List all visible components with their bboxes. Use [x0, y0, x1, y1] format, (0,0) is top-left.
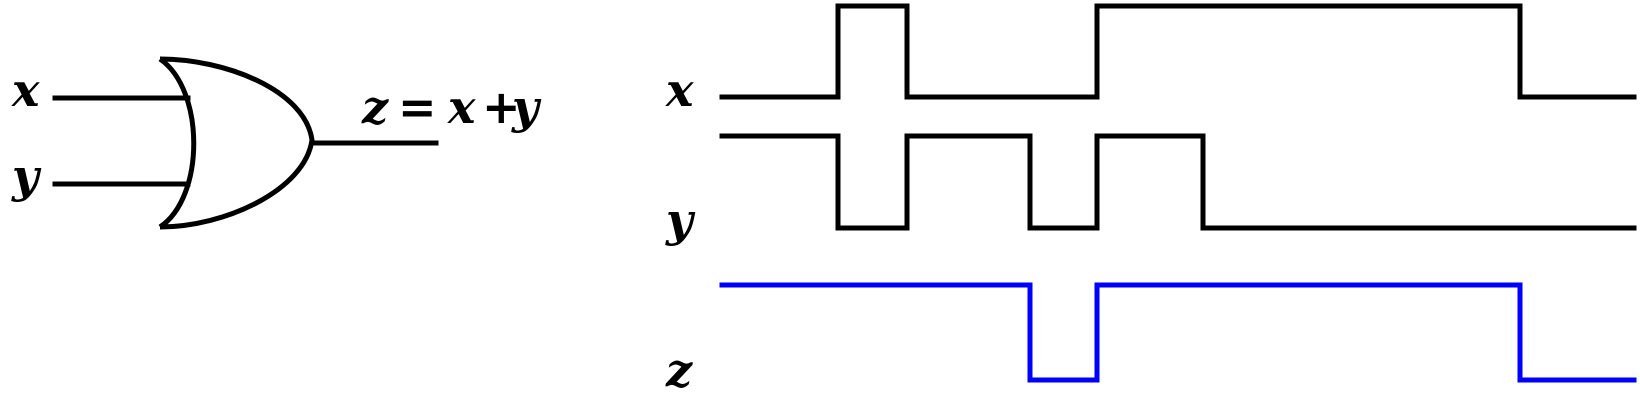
or-gate-symbol: [158, 56, 315, 230]
output-expression: z = x + y: [361, 80, 542, 134]
timing-label-y: y: [665, 193, 696, 247]
timing-label-x: x: [665, 63, 694, 117]
waveform-y: [719, 133, 1637, 231]
expr-plus: +: [482, 80, 521, 134]
expr-x: x: [447, 80, 476, 134]
timing-diagram: x y z: [665, 3, 1637, 397]
or-gate-schematic: x y z = x + y: [11, 56, 542, 230]
expr-equals: =: [398, 80, 437, 134]
gate-input-x-label: x: [11, 63, 40, 117]
expr-y: y: [511, 80, 542, 134]
gate-input-y-label: y: [11, 149, 42, 203]
expr-z: z: [361, 80, 389, 134]
waveform-x: [719, 3, 1637, 100]
timing-label-z: z: [665, 343, 693, 397]
waveform-z: [719, 282, 1637, 383]
